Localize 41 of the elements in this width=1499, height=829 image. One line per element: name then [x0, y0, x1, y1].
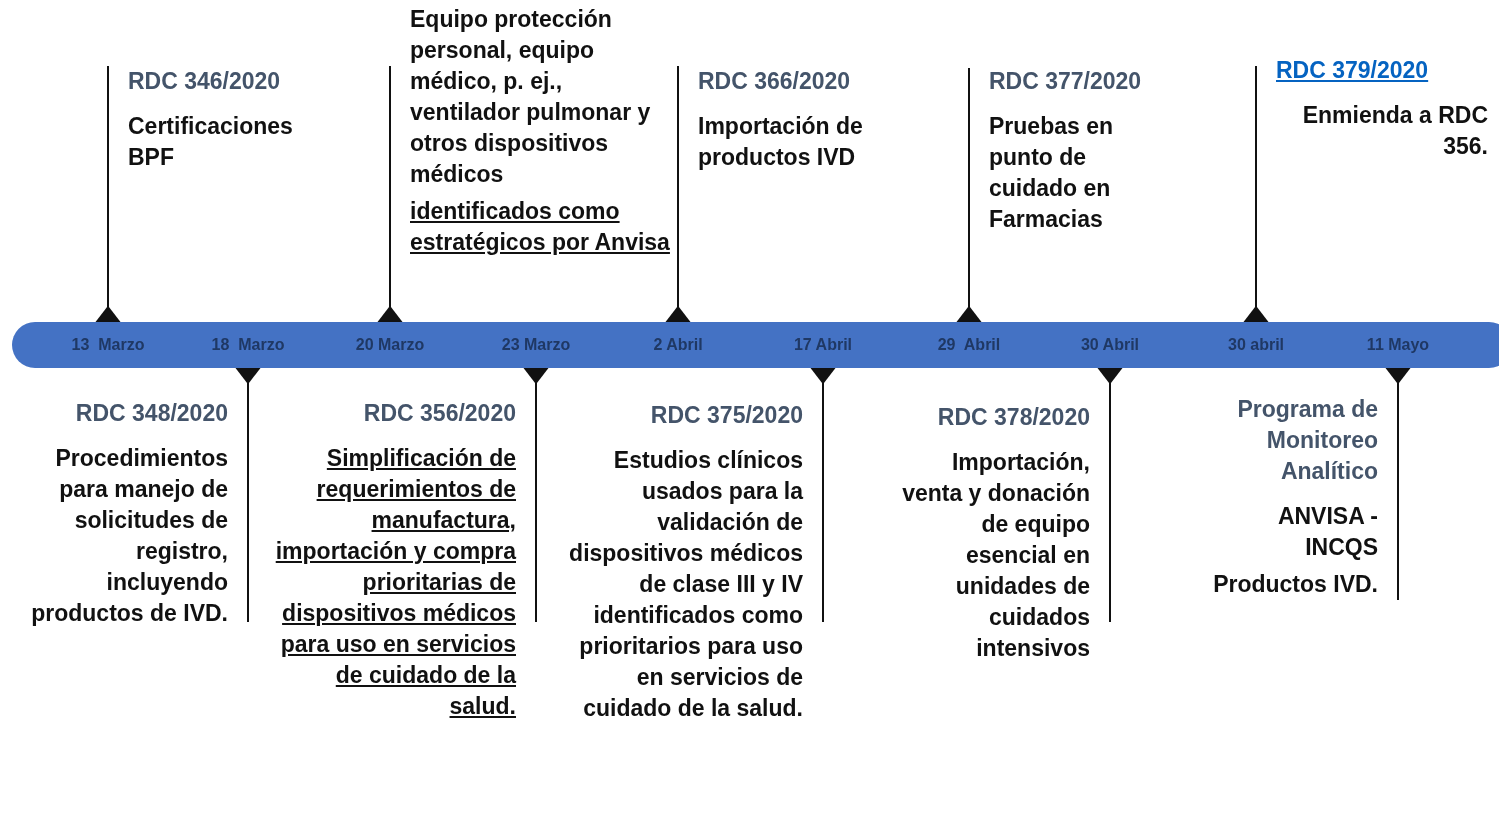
date-label: 2 Abril: [623, 322, 733, 368]
regulation-title: RDC 356/2020: [362, 399, 516, 428]
date-label: 11 Mayo: [1343, 322, 1453, 368]
timeline-connector: [523, 367, 549, 623]
regulation-title: RDC 378/2020: [936, 403, 1090, 432]
description-text: identificados como estratégicos por Anvisa: [410, 197, 671, 257]
regulation-title: RDC 375/2020: [649, 401, 803, 430]
description-text: Pruebas en punto de cuidado en Farmacias: [989, 112, 1114, 234]
regulation-title: RDC 348/2020: [74, 399, 228, 428]
description-text: Productos IVD.: [1212, 570, 1378, 599]
timeline-connector: [377, 65, 403, 323]
date-label: 29 Abril: [914, 322, 1024, 368]
timeline-connector: [1097, 367, 1123, 623]
timeline-connector: [1243, 65, 1269, 323]
date-label: 13 Marzo: [53, 322, 163, 368]
timeline-connector: [1385, 367, 1411, 601]
timeline-connector: [95, 65, 121, 323]
date-label: 30 Abril: [1055, 322, 1165, 368]
date-label: 18 Marzo: [193, 322, 303, 368]
timeline-connector: [665, 65, 691, 323]
timeline-connector: [956, 67, 982, 323]
description-text: Estudios clínicos usados para la validación de dispositivos médicos de clase III y IV identificados como prioritarios para uso en servicios de cuidado de la salud.: [568, 446, 803, 723]
date-label: 23 Marzo: [481, 322, 591, 368]
date-label: 17 Abril: [768, 322, 878, 368]
description-text: Procedimientos para manejo de solicitudes de registro, incluyendo productos de IVD.: [30, 444, 228, 628]
regulation-title: Programa de Monitoreo Analítico: [1236, 395, 1378, 486]
description-text: Importación de productos IVD: [698, 112, 864, 172]
description-text: ANVISA - INCQS: [1276, 502, 1378, 562]
description-text: Importación, venta y donación de equipo esencial en unidades de cuidados intensivos: [901, 448, 1090, 663]
regulation-title: RDC 346/2020: [128, 67, 282, 96]
description-text: Enmienda a RDC 356.: [1301, 101, 1488, 161]
regulation-title: RDC 366/2020: [698, 67, 852, 96]
date-label: 20 Marzo: [335, 322, 445, 368]
timeline-connector: [810, 367, 836, 623]
timeline-connector: [235, 367, 261, 623]
date-label: 30 abril: [1201, 322, 1311, 368]
description-text: Certificaciones BPF: [128, 112, 294, 172]
description-text: Simplificación de requerimientos de manufactura, importación y compra prioritarias de dispositivos médicos para uso en servicios de cuidado de la salud.: [274, 444, 516, 721]
regulation-link: RDC 379/2020: [1276, 56, 1430, 85]
timeline-bar: [12, 322, 1499, 368]
regulation-title: RDC 377/2020: [989, 67, 1143, 96]
